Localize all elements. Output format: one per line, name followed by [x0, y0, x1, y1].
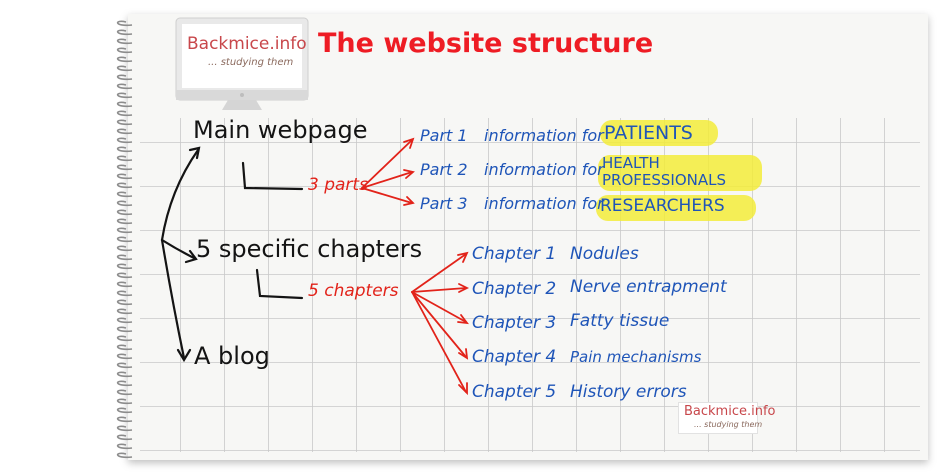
part-3-audience: RESEARCHERS [600, 196, 725, 216]
spiral-ring [116, 452, 133, 459]
spiral-ring [116, 299, 133, 306]
spiral-ring [116, 443, 133, 450]
node-specific-chapters: 5 specific chapters [196, 235, 423, 263]
spiral-ring [116, 74, 133, 81]
spiral-ring [116, 281, 133, 288]
chapter-5-topic: History errors [570, 382, 687, 402]
logo-stamp [678, 402, 758, 434]
spiral-ring [116, 65, 133, 72]
spiral-ring [116, 218, 133, 225]
spiral-ring [116, 20, 133, 27]
spiral-ring [116, 182, 133, 189]
spiral-ring [116, 200, 133, 207]
spiral-ring [116, 227, 133, 234]
chapter-3-topic: Fatty tissue [570, 311, 670, 331]
node-blog: A blog [194, 342, 270, 370]
hook-main-webpage [241, 161, 304, 191]
spiral-ring [116, 146, 133, 153]
part-3-info: information for [484, 194, 604, 213]
spiral-ring [116, 83, 133, 90]
chapter-2-topic: Nerve entrapment [570, 277, 727, 297]
part-1-info: information for [484, 126, 604, 145]
spiral-ring [116, 335, 133, 342]
spiral-ring [116, 272, 133, 279]
spiral-ring [116, 353, 133, 360]
arrow-to-specific-chapters [160, 238, 196, 260]
spiral-ring [116, 389, 133, 396]
part-2-label: Part 2 [420, 160, 468, 179]
logo-name: Backmice.info [187, 34, 307, 54]
spiral-ring [116, 308, 133, 315]
spiral-ring [116, 416, 133, 423]
spiral-ring [116, 164, 133, 171]
spiral-ring [116, 263, 133, 270]
spiral-ring [116, 92, 133, 99]
arrow-to-blog [160, 238, 186, 360]
spiral-ring [116, 191, 133, 198]
spiral-ring [116, 137, 133, 144]
highlight-health-professionals [598, 155, 762, 191]
spiral-binding [116, 20, 133, 459]
logo-stamp-tagline: ... studying them [694, 420, 763, 429]
part-1-label: Part 1 [420, 126, 468, 145]
spiral-ring [116, 56, 133, 63]
node-three-parts: 3 parts [308, 175, 368, 195]
part-1-audience: PATIENTS [604, 122, 693, 144]
spiral-ring [116, 326, 133, 333]
chapter-5-label: Chapter 5 [472, 382, 557, 402]
spiral-ring [116, 236, 133, 243]
spiral-ring [116, 434, 133, 441]
spiral-ring [116, 398, 133, 405]
spiral-ring [116, 425, 133, 432]
logo-stamp-name: Backmice.info [684, 404, 776, 419]
spiral-ring [116, 209, 133, 216]
chapter-4-label: Chapter 4 [472, 347, 557, 367]
chapter-3-label: Chapter 3 [472, 313, 557, 333]
spiral-ring [116, 362, 133, 369]
highlight-patients [600, 120, 718, 146]
node-main-webpage: Main webpage [193, 116, 368, 144]
spiral-ring [116, 155, 133, 162]
spiral-ring [116, 128, 133, 135]
hook-specific-chapters [255, 268, 304, 300]
spiral-ring [116, 101, 133, 108]
spiral-ring [116, 119, 133, 126]
spiral-ring [116, 371, 133, 378]
part-2-info: information for [484, 160, 604, 179]
node-five-chapters: 5 chapters [308, 281, 399, 301]
spiral-ring [116, 344, 133, 351]
page-title: The website structure [318, 28, 654, 59]
highlight-researchers [596, 195, 756, 221]
spiral-ring [116, 245, 133, 252]
part-3-label: Part 3 [420, 194, 468, 213]
spiral-ring [116, 380, 133, 387]
spiral-ring [116, 254, 133, 261]
spiral-ring [116, 173, 133, 180]
spiral-ring [116, 47, 133, 54]
logo-tagline: ... studying them [208, 57, 294, 68]
spiral-ring [116, 290, 133, 297]
red-branches [361, 137, 470, 396]
part-2-audience-line1: HEALTH [602, 154, 660, 172]
spiral-ring [116, 407, 133, 414]
spiral-ring [116, 29, 133, 36]
spiral-ring [116, 38, 133, 45]
chapter-4-topic: Pain mechanisms [570, 348, 702, 366]
arrow-to-main-webpage [160, 148, 200, 242]
spiral-ring [116, 317, 133, 324]
part-2-audience-line2: PROFESSIONALS [602, 171, 727, 189]
chapter-2-label: Chapter 2 [472, 279, 557, 299]
chapter-1-label: Chapter 1 [472, 244, 557, 264]
chapter-1-topic: Nodules [570, 244, 639, 264]
spiral-ring [116, 110, 133, 117]
